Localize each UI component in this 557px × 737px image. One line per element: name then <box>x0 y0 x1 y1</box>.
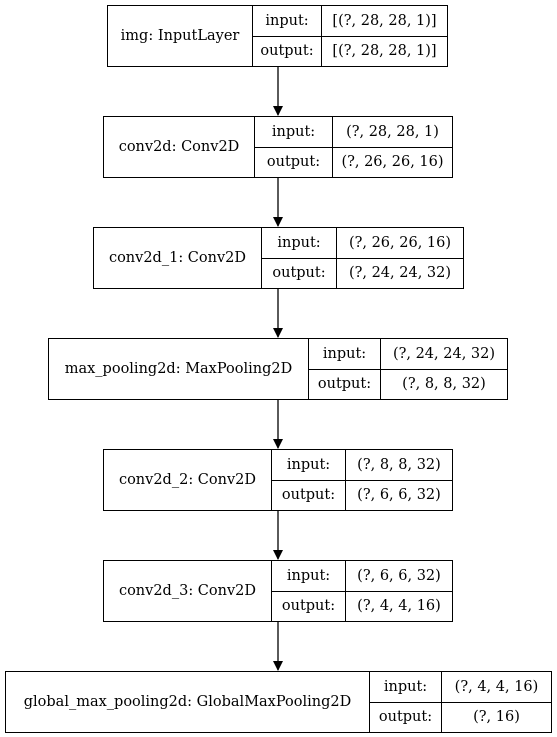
output-shape: (?, 16) <box>473 709 520 726</box>
layer-name: conv2d: Conv2D <box>104 117 255 177</box>
output-label: output: <box>272 265 326 282</box>
layer-node-conv2d: conv2d: Conv2D input: output: (?, 28, 28… <box>103 116 453 178</box>
layer-node-conv2d-1: conv2d_1: Conv2D input: output: (?, 26, … <box>93 227 464 289</box>
input-label: input: <box>370 672 441 703</box>
layer-name: global_max_pooling2d: GlobalMaxPooling2D <box>6 672 370 732</box>
input-label: input: <box>255 117 332 148</box>
input-shape: (?, 6, 6, 32) <box>346 561 452 592</box>
layer-node-max-pooling2d: max_pooling2d: MaxPooling2D input: outpu… <box>48 338 508 400</box>
output-shape: (?, 24, 24, 32) <box>348 265 452 282</box>
input-label: input: <box>272 561 345 592</box>
layer-node-conv2d-3: conv2d_3: Conv2D input: output: (?, 6, 6… <box>103 560 453 622</box>
layer-name: max_pooling2d: MaxPooling2D <box>49 339 309 399</box>
layer-name: conv2d_3: Conv2D <box>104 561 272 621</box>
layer-name: conv2d_1: Conv2D <box>94 228 262 288</box>
input-shape: (?, 4, 4, 16) <box>442 672 551 703</box>
output-shape: (?, 26, 26, 16) <box>341 154 444 171</box>
input-label: input: <box>262 228 336 259</box>
layer-name: img: InputLayer <box>108 6 253 66</box>
output-shape: (?, 8, 8, 32) <box>402 376 486 393</box>
layer-node-img: img: InputLayer input: output: [(?, 28, … <box>107 5 448 67</box>
output-shape: (?, 4, 4, 16) <box>357 598 441 615</box>
output-label: output: <box>317 376 372 393</box>
output-label: output: <box>260 43 314 60</box>
input-shape: (?, 24, 24, 32) <box>381 339 507 370</box>
input-label: input: <box>272 450 345 481</box>
output-label: output: <box>281 487 336 504</box>
output-label: output: <box>378 709 433 726</box>
layer-node-conv2d-2: conv2d_2: Conv2D input: output: (?, 8, 8… <box>103 449 453 511</box>
input-label: input: <box>309 339 380 370</box>
output-label: output: <box>266 154 321 171</box>
output-shape: [(?, 28, 28, 1)] <box>332 43 437 60</box>
output-shape: (?, 6, 6, 32) <box>357 487 441 504</box>
output-label: output: <box>281 598 336 615</box>
input-label: input: <box>253 6 321 37</box>
input-shape: (?, 26, 26, 16) <box>337 228 463 259</box>
layer-node-global-max-pooling2d: global_max_pooling2d: GlobalMaxPooling2D… <box>5 671 552 733</box>
input-shape: [(?, 28, 28, 1)] <box>322 6 447 37</box>
input-shape: (?, 8, 8, 32) <box>346 450 452 481</box>
input-shape: (?, 28, 28, 1) <box>333 117 452 148</box>
layer-name: conv2d_2: Conv2D <box>104 450 272 510</box>
